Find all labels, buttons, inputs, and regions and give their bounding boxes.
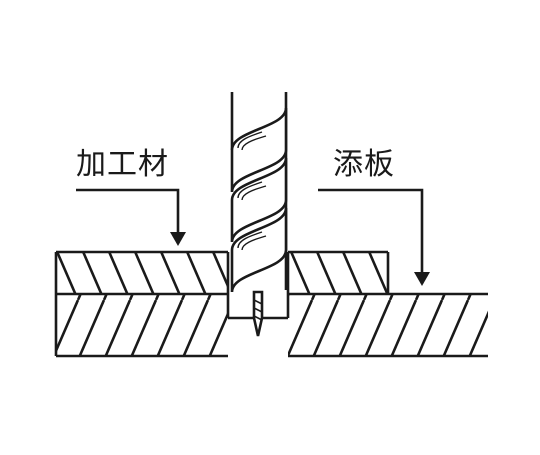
board-outlines <box>54 250 488 358</box>
backing-arrow-icon <box>414 272 430 286</box>
workpiece-arrow-icon <box>170 232 186 246</box>
backing-board-hatch <box>56 294 488 356</box>
workpiece-label: 加工材 <box>76 147 169 182</box>
auger-drill-bit <box>226 92 290 337</box>
workpiece-hatch <box>56 252 388 294</box>
workpiece-leader <box>76 188 180 234</box>
leader-lines <box>76 188 424 276</box>
backing-board-label: 添板 <box>333 147 395 182</box>
backing-leader <box>318 188 424 276</box>
arrow-heads <box>170 232 430 286</box>
